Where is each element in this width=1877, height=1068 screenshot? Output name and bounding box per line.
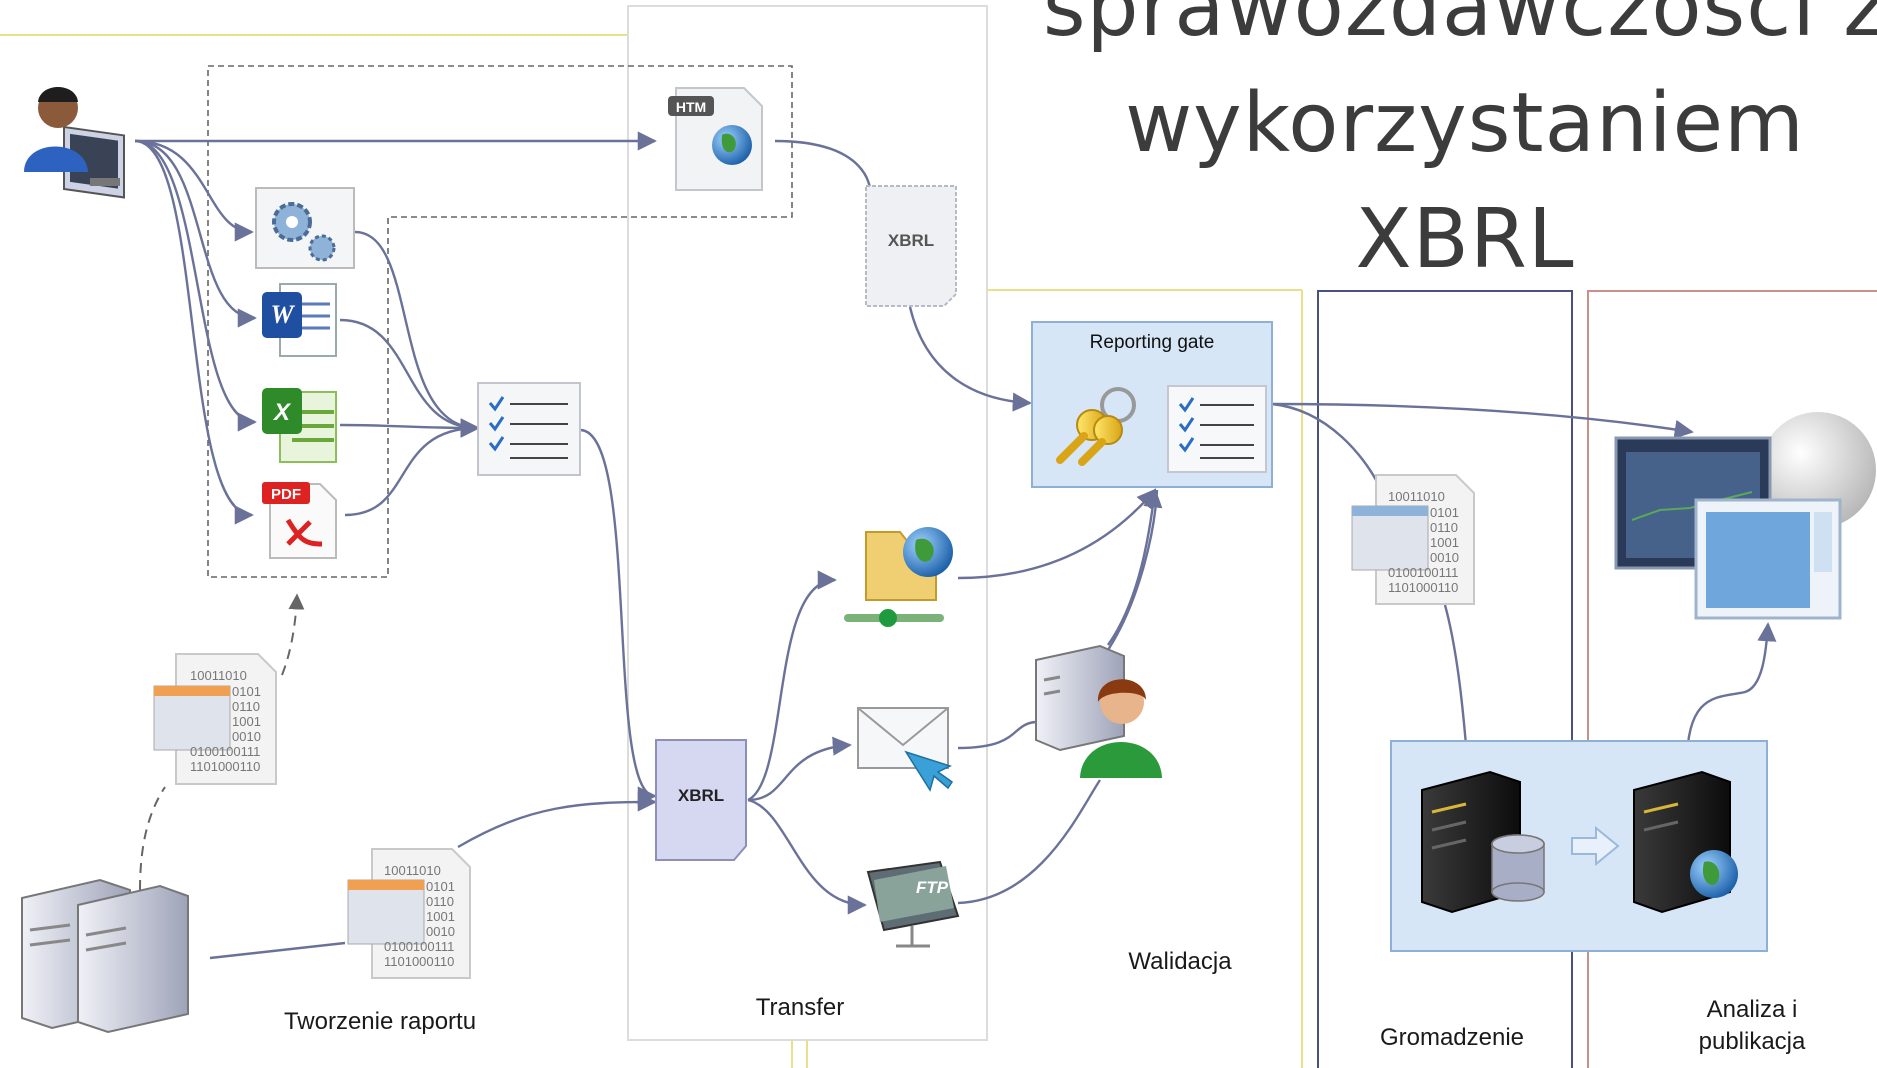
dashed-arrows bbox=[139, 593, 305, 891]
binary-line-7: 1101000110 bbox=[1388, 580, 1458, 595]
pdf-doc-icon: PDF bbox=[262, 482, 337, 559]
binary-line-4: 1001 bbox=[426, 909, 455, 924]
binary-line-2: 0101 bbox=[426, 879, 455, 894]
data-file-icon-right: 10011010 0101 0110 1001 0010 0100100111 … bbox=[1351, 474, 1475, 605]
xbrl-top-label: XBRL bbox=[888, 231, 934, 250]
data-file-icon-left: 10011010 0101 0110 1001 0010 0100100111 … bbox=[153, 653, 277, 785]
binary-line-7: 1101000110 bbox=[190, 759, 260, 774]
rack-server-icon bbox=[1035, 644, 1125, 752]
xbrl-doc-icon: XBRL bbox=[655, 739, 747, 861]
email-icon bbox=[857, 707, 954, 792]
title-line-3: XBRL bbox=[1355, 192, 1575, 287]
web-folder-icon bbox=[844, 527, 953, 627]
binary-line-3: 0110 bbox=[1430, 520, 1458, 535]
gears-app-icon bbox=[255, 187, 355, 269]
report-windows-icon bbox=[1614, 412, 1876, 620]
phase-label-collection: Gromadzenie bbox=[1379, 1024, 1525, 1051]
ftp-folder-icon: FTP bbox=[866, 860, 960, 948]
ftp-label: FTP bbox=[916, 878, 949, 897]
word-doc-icon: W bbox=[262, 283, 337, 357]
binary-line-6: 0100100111 bbox=[190, 744, 260, 759]
pdf-label: PDF bbox=[271, 486, 301, 503]
binary-line-7: 1101000110 bbox=[384, 954, 454, 969]
binary-line-4: 1001 bbox=[232, 714, 261, 729]
reporting-gate-label: Reporting gate bbox=[1089, 332, 1215, 353]
phase-label-creation: Tworzenie raportu bbox=[283, 1008, 477, 1035]
server-pair-icon bbox=[21, 878, 189, 1034]
htm-web-doc-icon: HTM bbox=[668, 87, 763, 191]
xbrl-mid-label: XBRL bbox=[678, 786, 724, 805]
phase-label-validation: Walidacja bbox=[1128, 948, 1232, 975]
binary-line-1: 10011010 bbox=[384, 863, 441, 878]
arrow-right-icon bbox=[1571, 825, 1620, 867]
database-icon bbox=[1491, 834, 1545, 902]
phase-label-analysis-line1: Analiza i bbox=[1706, 996, 1798, 1023]
binary-line-4: 1001 bbox=[1430, 535, 1459, 550]
binary-line-3: 0110 bbox=[426, 894, 454, 909]
title-line-1: sprawozdawczości z bbox=[1042, 0, 1877, 55]
binary-line-5: 0010 bbox=[232, 729, 261, 744]
operator-icon bbox=[1080, 679, 1162, 778]
source-files-group bbox=[207, 65, 793, 578]
svg-text:X: X bbox=[272, 399, 292, 426]
rack-server-black-icon-right bbox=[1633, 770, 1738, 914]
phase-label-analysis-line2: publikacja bbox=[1698, 1028, 1806, 1055]
title-line-2: wykorzystaniem bbox=[1125, 76, 1805, 171]
user-workstation-icon bbox=[24, 87, 125, 199]
xbrl-doc-icon-top: XBRL bbox=[865, 185, 957, 307]
binary-line-2: 0101 bbox=[232, 684, 261, 699]
excel-sheet-icon: X bbox=[262, 388, 337, 463]
binary-line-6: 0100100111 bbox=[384, 939, 454, 954]
keys-icon bbox=[1056, 387, 1136, 466]
binary-line-3: 0110 bbox=[232, 699, 260, 714]
binary-line-5: 0010 bbox=[1430, 550, 1459, 565]
binary-line-6: 0100100111 bbox=[1388, 565, 1458, 580]
binary-line-5: 0010 bbox=[426, 924, 455, 939]
svg-text:W: W bbox=[270, 300, 295, 329]
checklist-icon bbox=[477, 382, 581, 476]
gate-checklist-icon bbox=[1167, 385, 1267, 473]
flow-arrows bbox=[134, 131, 1777, 960]
binary-line-1: 10011010 bbox=[1388, 489, 1445, 504]
data-file-icon-mid: 10011010 0101 0110 1001 0010 0100100111 … bbox=[347, 848, 471, 979]
phase-label-transfer: Transfer bbox=[755, 994, 845, 1021]
phase-label-analysis: Analiza i publikacja bbox=[1652, 994, 1852, 1058]
page-title: sprawozdawczości z wykorzystaniem XBRL bbox=[1040, 0, 1877, 298]
htm-label: HTM bbox=[676, 99, 706, 115]
binary-line-2: 0101 bbox=[1430, 505, 1459, 520]
binary-line-1: 10011010 bbox=[190, 668, 247, 683]
phase-borders bbox=[0, 5, 1877, 1068]
